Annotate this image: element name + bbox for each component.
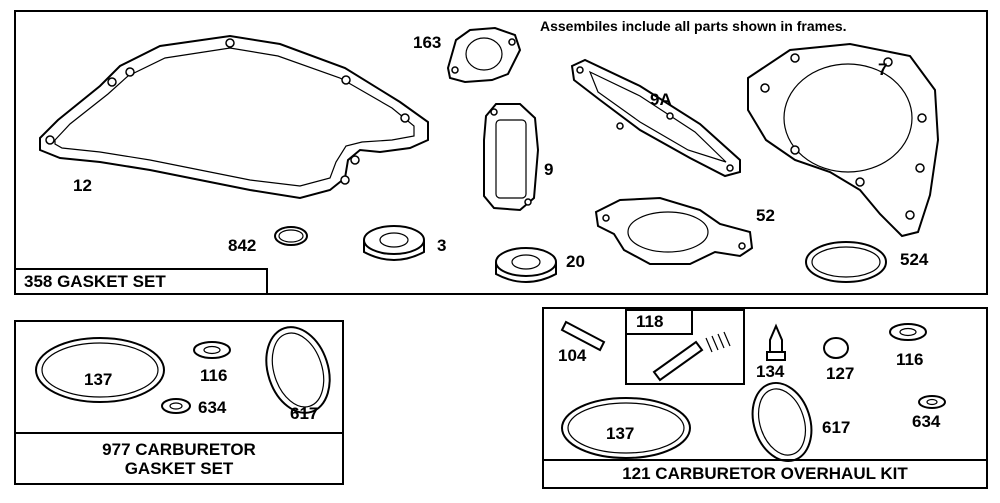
carb-gasket-set-title-line1: 977 CARBURETOR <box>102 440 256 459</box>
overhaul-kit-title: 121 CARBURETOR OVERHAUL KIT <box>542 459 988 489</box>
o-ring-617-kit121-drawing <box>751 381 813 463</box>
gasket-137-kit977-drawing <box>35 337 165 403</box>
gasket-52-drawing <box>594 196 754 265</box>
gasket-137-kit121-drawing <box>561 397 691 459</box>
assemblies-note: Assembiles include all parts shown in fr… <box>540 18 847 34</box>
part-label-127: 127 <box>826 364 855 383</box>
part-label-842: 842 <box>228 236 257 255</box>
o-ring-524-drawing <box>805 241 887 283</box>
gasket-163-drawing <box>446 26 522 84</box>
needle-134-drawing <box>766 323 786 361</box>
gasket-set-title: 358 GASKET SET <box>14 268 268 295</box>
plug-127-drawing <box>823 337 849 359</box>
gasket-9-drawing <box>483 103 540 212</box>
gasket-7-drawing <box>747 42 940 238</box>
part-label-104: 104 <box>558 346 587 365</box>
part-label-3: 3 <box>437 236 447 255</box>
overhaul-kit-frame <box>542 307 988 489</box>
part-label-52: 52 <box>756 206 775 225</box>
part-label-116-kit977: 116 <box>200 366 228 385</box>
carb-gasket-set-frame <box>14 320 344 485</box>
part-label-617-kit121: 617 <box>822 418 851 437</box>
part-label-163: 163 <box>413 33 442 52</box>
part-label-634-kit121: 634 <box>912 412 941 431</box>
o-ring-617-kit977-drawing <box>265 326 331 414</box>
carb-gasket-set-title: 977 CARBURETOR GASKET SET <box>14 432 344 485</box>
subkit-label-118: 118 <box>636 312 664 331</box>
part-label-7: 7 <box>878 60 888 79</box>
part-label-20: 20 <box>566 252 585 271</box>
part-label-12: 12 <box>73 176 92 195</box>
seal-842-drawing <box>274 226 308 246</box>
part-label-116-kit121: 116 <box>896 350 924 369</box>
pin-104-drawing <box>560 320 606 352</box>
washer-116-kit977-drawing <box>193 341 231 359</box>
carb-gasket-set-title-line2: GASKET SET <box>124 459 234 478</box>
part-label-134: 134 <box>756 362 785 381</box>
gasket-12-drawing <box>39 34 429 200</box>
oil-seal-20-drawing <box>495 247 557 283</box>
oil-seal-3-drawing <box>363 225 425 261</box>
gasket-9a-drawing <box>570 58 741 178</box>
washer-634-kit121-drawing <box>918 395 946 409</box>
part-label-617-kit977: 617 <box>290 404 319 423</box>
part-label-634-kit977: 634 <box>198 398 227 417</box>
gasket-set-frame <box>14 10 988 295</box>
washer-116-kit121-drawing <box>889 323 927 341</box>
part-label-524: 524 <box>900 250 929 269</box>
part-label-9: 9 <box>544 160 554 179</box>
part-label-9a: 9A <box>650 90 672 109</box>
part-label-137-kit977: 137 <box>84 370 113 389</box>
part-label-137-kit121: 137 <box>606 424 635 443</box>
washer-634-kit977-drawing <box>161 398 191 414</box>
subkit-118-frame <box>625 309 745 385</box>
